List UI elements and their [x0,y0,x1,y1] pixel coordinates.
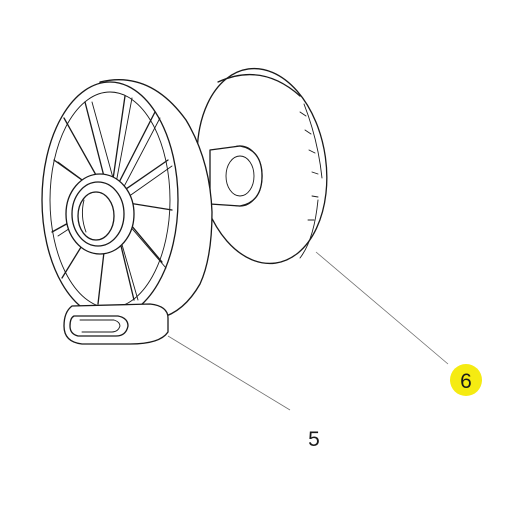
callout-6-label: 6 [460,370,472,393]
callout-5-label: 5 [308,428,320,451]
callout-6-highlight [450,364,482,396]
outlet-nozzle-opening [69,315,129,337]
callout-6[interactable]: 6 [450,364,482,396]
callout-5[interactable]: 5 [308,428,320,451]
leader-line-6 [315,251,449,365]
impeller-rim-edge-2 [299,103,323,259]
part-6-impeller[interactable] [185,60,339,272]
part-5-housing[interactable] [41,79,213,345]
impeller-vane-marks [299,111,319,221]
outlet-nozzle-inner [79,319,121,333]
housing-hub-inner [77,191,115,241]
leader-line-5 [167,335,291,411]
impeller-rim-edge [217,73,301,97]
housing-hub-bore [81,199,87,233]
impeller-hub-ring [225,155,255,197]
